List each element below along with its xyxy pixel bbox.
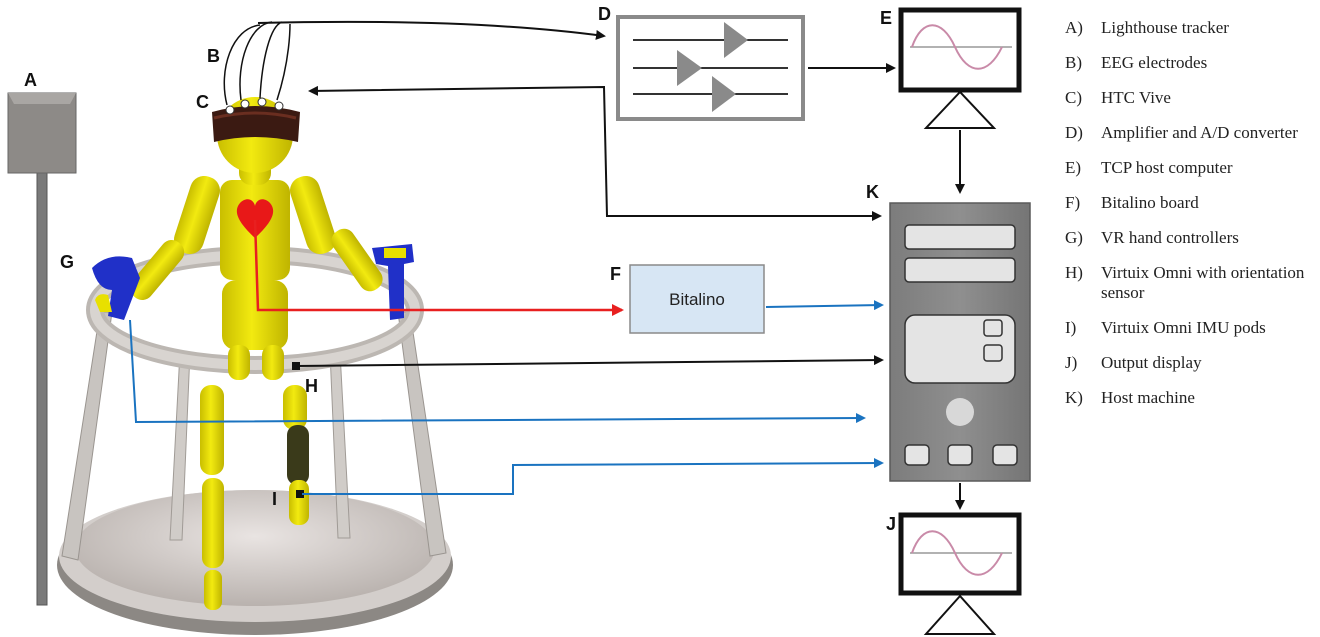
legend-text: Bitalino board — [1101, 193, 1199, 212]
label-i: I — [272, 489, 277, 509]
legend-key: B) — [1065, 53, 1082, 72]
legend-item: D) Amplifier and A/D converter — [1065, 123, 1315, 143]
legend-text: VR hand controllers — [1101, 228, 1239, 247]
vr-hand-controllers — [92, 244, 414, 320]
host-machine — [889, 202, 1031, 482]
vive-host-bidirectional-arrow — [308, 85, 882, 221]
label-e: E — [880, 8, 892, 28]
legend-item: F) Bitalino board — [1065, 193, 1315, 213]
legend-key: E) — [1065, 158, 1082, 177]
legend-key: C) — [1065, 88, 1082, 107]
legend-item: I) Virtuix Omni IMU pods — [1065, 318, 1315, 338]
legend-key: J) — [1065, 353, 1078, 372]
heart-icon — [236, 199, 274, 238]
bitalino-to-host-arrow — [765, 300, 884, 311]
label-j: J — [886, 514, 896, 534]
eeg-to-amplifier-arrow — [257, 20, 606, 40]
legend-item: K) Host machine — [1065, 388, 1315, 408]
legend-key: I) — [1065, 318, 1077, 337]
legend-text: TCP host computer — [1101, 158, 1233, 177]
legend-text: Output display — [1101, 353, 1202, 372]
label-f: F — [610, 264, 621, 284]
legend-key: A) — [1065, 18, 1083, 37]
label-h: H — [305, 376, 318, 396]
legend-key: G) — [1065, 228, 1083, 247]
label-g: G — [60, 252, 74, 272]
label-b: B — [207, 46, 220, 66]
legend-key: K) — [1065, 388, 1083, 407]
orientation-sensor-to-host-arrow — [295, 355, 884, 367]
label-d: D — [598, 4, 611, 24]
legend-item: E) TCP host computer — [1065, 158, 1315, 178]
label-a: A — [24, 70, 37, 90]
legend-text: HTC Vive — [1101, 88, 1171, 107]
imu-to-host-arrow — [302, 458, 884, 495]
legend-text: Amplifier and A/D converter — [1101, 123, 1298, 142]
legend-text: Lighthouse tracker — [1101, 18, 1229, 37]
legend-item: J) Output display — [1065, 353, 1315, 373]
label-c: C — [196, 92, 209, 112]
legend-item: H) Virtuix Omni with orientation sensor — [1065, 263, 1315, 303]
legend-text: Virtuix Omni with orientation sensor — [1101, 263, 1305, 302]
legend-text: Host machine — [1101, 388, 1195, 407]
legend-key: F) — [1065, 193, 1081, 212]
legend-key: D) — [1065, 123, 1083, 142]
eeg-electrodes — [223, 21, 291, 115]
label-k: K — [866, 182, 879, 202]
legend-text: EEG electrodes — [1101, 53, 1208, 72]
tcp-host-monitor — [898, 7, 1022, 129]
lighthouse-tracker — [7, 92, 77, 606]
legend-item: G) VR hand controllers — [1065, 228, 1315, 248]
imu-pod-marker — [296, 490, 304, 498]
legend-item: B) EEG electrodes — [1065, 53, 1315, 73]
legend-item: A) Lighthouse tracker — [1065, 18, 1315, 38]
htc-vive-headset — [212, 106, 300, 142]
legend-text: Virtuix Omni IMU pods — [1101, 318, 1266, 337]
amplifier-ad-converter — [616, 15, 805, 121]
legend-item: C) HTC Vive — [1065, 88, 1315, 108]
controllers-to-host-arrow — [129, 319, 866, 424]
ecg-to-bitalino-arrow — [253, 219, 624, 316]
bitalino-box-text: Bitalino — [669, 290, 725, 309]
legend-key: H) — [1065, 263, 1083, 282]
bitalino-board: Bitalino — [629, 264, 765, 334]
output-display — [898, 512, 1022, 635]
user-figure — [129, 97, 383, 610]
